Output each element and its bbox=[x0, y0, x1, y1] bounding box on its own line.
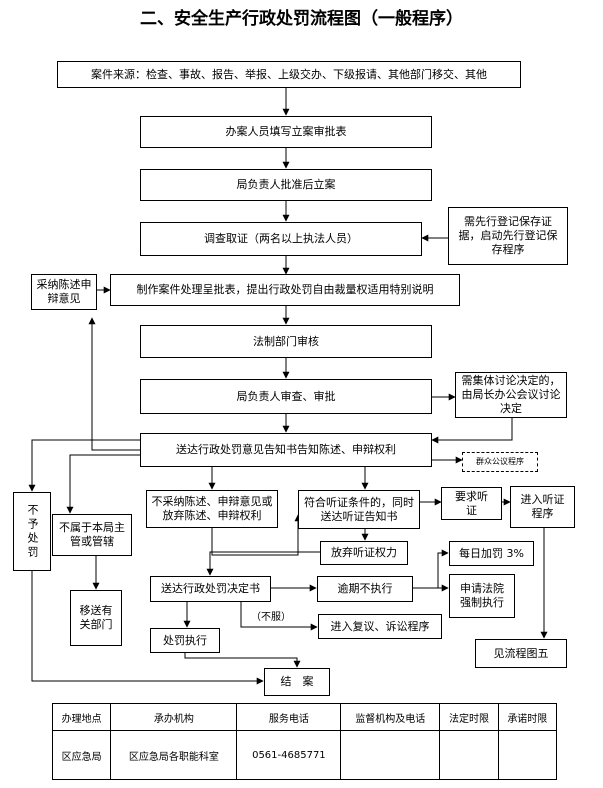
node-review-litigation: 进入复议、诉讼程序 bbox=[318, 614, 442, 639]
node-court-enforcement: 申请法院强制执行 bbox=[449, 574, 515, 618]
page-title: 二、安全生产行政处罚流程图（一般程序） bbox=[140, 9, 463, 29]
table-cell bbox=[340, 730, 441, 780]
node-hearing-condition: 符合听证条件的，同时送达听证告知书 bbox=[298, 490, 420, 529]
table-cell bbox=[497, 730, 558, 780]
node-see-chart-five: 见流程图五 bbox=[475, 639, 567, 668]
node-notify-opinion: 送达行政处罚意见告知书告知陈述、申辩权利 bbox=[140, 433, 432, 467]
table-header: 监督机构及电话 bbox=[340, 703, 441, 731]
node-enter-hearing: 进入听证程序 bbox=[510, 486, 575, 528]
table-cell bbox=[439, 730, 499, 780]
node-execute-penalty: 处罚执行 bbox=[150, 628, 220, 653]
node-collective-decision: 需集体讨论决定的，由局长办公会议讨论决定 bbox=[455, 372, 567, 418]
node-public-hearing: 群众公议程序 bbox=[462, 452, 538, 472]
node-not-jurisdiction: 不属于本局主管或管辖 bbox=[52, 514, 132, 556]
label-not-accept: （不服） bbox=[251, 612, 291, 623]
table-header: 承办机构 bbox=[110, 703, 238, 731]
table-header: 承诺时限 bbox=[497, 703, 558, 731]
service-info-table: 办理地点 承办机构 服务电话 监督机构及电话 法定时限 承诺时限 区应急局 区应… bbox=[51, 703, 558, 780]
table-header: 服务电话 bbox=[236, 703, 342, 731]
table-header: 法定时限 bbox=[439, 703, 499, 731]
table-header: 办理地点 bbox=[51, 703, 112, 731]
node-preserve-evidence: 需先行登记保存证据，启动先行登记保存程序 bbox=[448, 207, 568, 265]
node-not-adopt: 不采纳陈述、申辩意见或放弃陈述、申辩权利 bbox=[146, 490, 278, 528]
node-adopt-statement: 采纳陈述申辩意见 bbox=[31, 274, 97, 310]
node-no-penalty: 不予处罚 bbox=[13, 492, 51, 571]
node-fill-approval-form: 办案人员填写立案审批表 bbox=[140, 116, 432, 148]
node-close-case: 结 案 bbox=[264, 668, 330, 696]
table-cell: 区应急局各职能科室 bbox=[110, 730, 238, 780]
node-case-source: 案件来源：检查、事故、报告、举报、上级交办、下级报请、其他部门移交、其他 bbox=[57, 61, 521, 88]
node-legal-review: 法制部门审核 bbox=[140, 325, 432, 358]
node-request-hearing: 要求听证 bbox=[441, 487, 502, 520]
table-row: 区应急局 区应急局各职能科室 0561-4685771 bbox=[51, 730, 558, 780]
node-no-penalty-label: 不予处罚 bbox=[26, 503, 39, 560]
node-investigate: 调查取证（两名以上执法人员） bbox=[140, 222, 422, 256]
node-make-case-form: 制作案件处理呈批表，提出行政处罚自由裁量权适用特别说明 bbox=[110, 274, 460, 306]
table-header-row: 办理地点 承办机构 服务电话 监督机构及电话 法定时限 承诺时限 bbox=[51, 703, 558, 731]
table-cell: 区应急局 bbox=[51, 730, 112, 780]
node-waive-hearing: 放弃听证权力 bbox=[320, 541, 408, 565]
node-transfer: 移送有关部门 bbox=[70, 590, 122, 646]
node-leader-review: 局负责人审查、审批 bbox=[140, 379, 432, 414]
node-decision: 送达行政处罚决定书 bbox=[150, 576, 271, 602]
node-approve-case: 局负责人批准后立案 bbox=[140, 169, 432, 201]
table-cell: 0561-4685771 bbox=[236, 730, 342, 780]
node-overdue: 逾期不执行 bbox=[317, 576, 413, 602]
node-daily-fine: 每日加罚 3% bbox=[449, 541, 534, 566]
